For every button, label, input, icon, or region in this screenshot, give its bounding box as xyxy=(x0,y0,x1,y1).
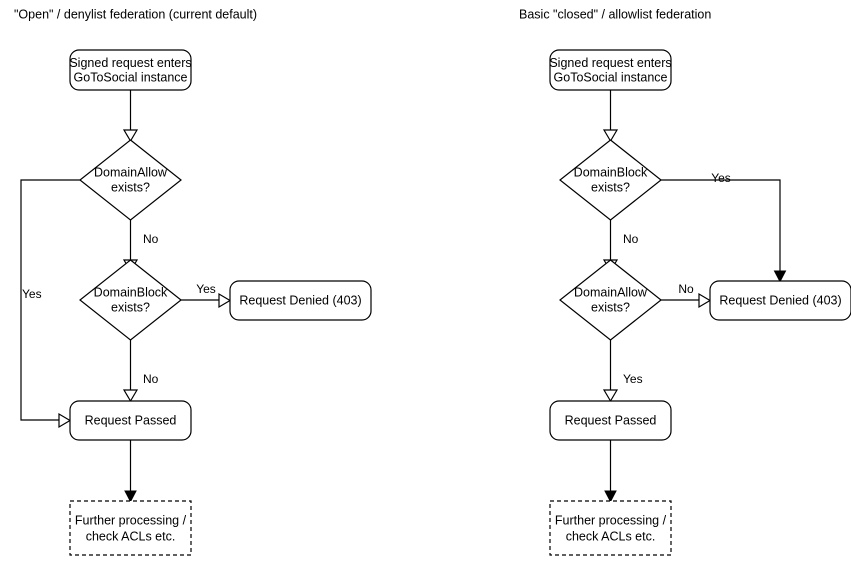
left-further-processing-label-line2: check ACLs etc. xyxy=(86,529,176,543)
right-further-processing-label-line2: check ACLs etc. xyxy=(566,529,656,543)
left-edge-allow-yes-to-passed: Yes xyxy=(20,179,80,429)
left-edge-block-no-to-passed: No xyxy=(122,340,159,403)
right-entry-label-line1: Signed request enters xyxy=(549,56,671,70)
right-further-processing-label-line1: Further processing / xyxy=(555,513,667,527)
left-node-entry[interactable]: Signed request enters GoToSocial instanc… xyxy=(69,49,192,91)
right-edge-label-block-no: No xyxy=(623,232,639,246)
arrowhead-open-icon xyxy=(602,389,619,403)
right-edge-allow-no-to-denied: No xyxy=(661,282,712,309)
left-domain-allow-label-line1: DomainAllow xyxy=(94,165,168,179)
left-edge-label-block-no: No xyxy=(143,372,159,386)
left-entry-label-line2: GoToSocial instance xyxy=(74,70,188,84)
left-request-denied-label: Request Denied (403) xyxy=(239,293,361,307)
right-entry-label-line2: GoToSocial instance xyxy=(554,70,668,84)
left-entry-label-line1: Signed request enters xyxy=(69,56,191,70)
right-edge-allow-yes-to-passed: Yes xyxy=(602,340,643,403)
left-edge-passed-to-further xyxy=(124,440,137,503)
left-column-title: "Open" / denylist federation (current de… xyxy=(14,7,257,21)
left-node-request-passed[interactable]: Request Passed xyxy=(69,400,192,441)
right-edge-block-yes-to-denied: Yes xyxy=(661,171,787,283)
arrowhead-open-icon xyxy=(122,129,139,143)
left-domain-block-label-line1: DomainBlock xyxy=(94,285,168,299)
right-request-passed-label: Request Passed xyxy=(565,413,657,427)
left-edge-block-yes-to-denied: Yes xyxy=(181,282,232,309)
left-domain-allow-label-line2: exists? xyxy=(111,180,150,194)
arrowhead-open-icon xyxy=(122,389,139,403)
left-node-domain-allow[interactable]: DomainAllow exists? xyxy=(79,139,182,221)
left-node-further-processing[interactable]: Further processing / check ACLs etc. xyxy=(69,500,192,556)
left-edge-label-allow-yes: Yes xyxy=(22,287,42,301)
left-edge-label-allow-no: No xyxy=(143,232,159,246)
right-node-request-denied[interactable]: Request Denied (403) xyxy=(709,280,851,321)
right-edge-label-allow-yes: Yes xyxy=(623,372,643,386)
right-domain-block-label-line2: exists? xyxy=(591,180,630,194)
left-edge-label-block-yes: Yes xyxy=(196,282,216,296)
right-edge-label-allow-no: No xyxy=(678,282,694,296)
left-further-processing-label-line1: Further processing / xyxy=(75,513,187,527)
right-node-domain-allow[interactable]: DomainAllow exists? xyxy=(559,259,662,341)
left-node-request-denied[interactable]: Request Denied (403) xyxy=(229,280,372,321)
left-node-domain-block[interactable]: DomainBlock exists? xyxy=(79,259,182,341)
left-request-passed-label: Request Passed xyxy=(85,413,177,427)
right-column-title: Basic "closed" / allowlist federation xyxy=(519,7,711,21)
right-node-entry[interactable]: Signed request enters GoToSocial instanc… xyxy=(549,49,672,91)
right-domain-allow-label-line2: exists? xyxy=(591,300,630,314)
right-domain-allow-label-line1: DomainAllow xyxy=(574,285,648,299)
left-further-processing-box[interactable] xyxy=(69,500,192,556)
right-request-denied-box[interactable] xyxy=(709,280,851,321)
right-node-request-passed[interactable]: Request Passed xyxy=(549,400,672,441)
right-further-processing-box[interactable] xyxy=(549,500,672,556)
left-edge-entry-to-allow xyxy=(122,90,139,143)
arrowhead-open-icon xyxy=(58,412,72,429)
left-domain-block-label-line2: exists? xyxy=(111,300,150,314)
arrowhead-open-icon xyxy=(698,292,712,309)
right-edge-label-block-yes: Yes xyxy=(711,171,731,185)
right-domain-block-label-line1: DomainBlock xyxy=(574,165,648,179)
arrowhead-open-icon xyxy=(602,129,619,143)
right-edge-passed-to-further xyxy=(604,440,617,503)
arrowhead-filled-icon xyxy=(604,490,617,503)
arrowhead-open-icon xyxy=(218,292,232,309)
right-request-denied-label: Request Denied (403) xyxy=(719,293,841,307)
left-request-denied-box[interactable] xyxy=(229,280,372,321)
arrowhead-filled-icon xyxy=(124,490,137,503)
right-node-further-processing[interactable]: Further processing / check ACLs etc. xyxy=(549,500,672,556)
right-edge-entry-to-block xyxy=(602,90,619,143)
arrowhead-filled-icon xyxy=(773,270,787,283)
right-node-domain-block[interactable]: DomainBlock exists? xyxy=(559,139,662,221)
